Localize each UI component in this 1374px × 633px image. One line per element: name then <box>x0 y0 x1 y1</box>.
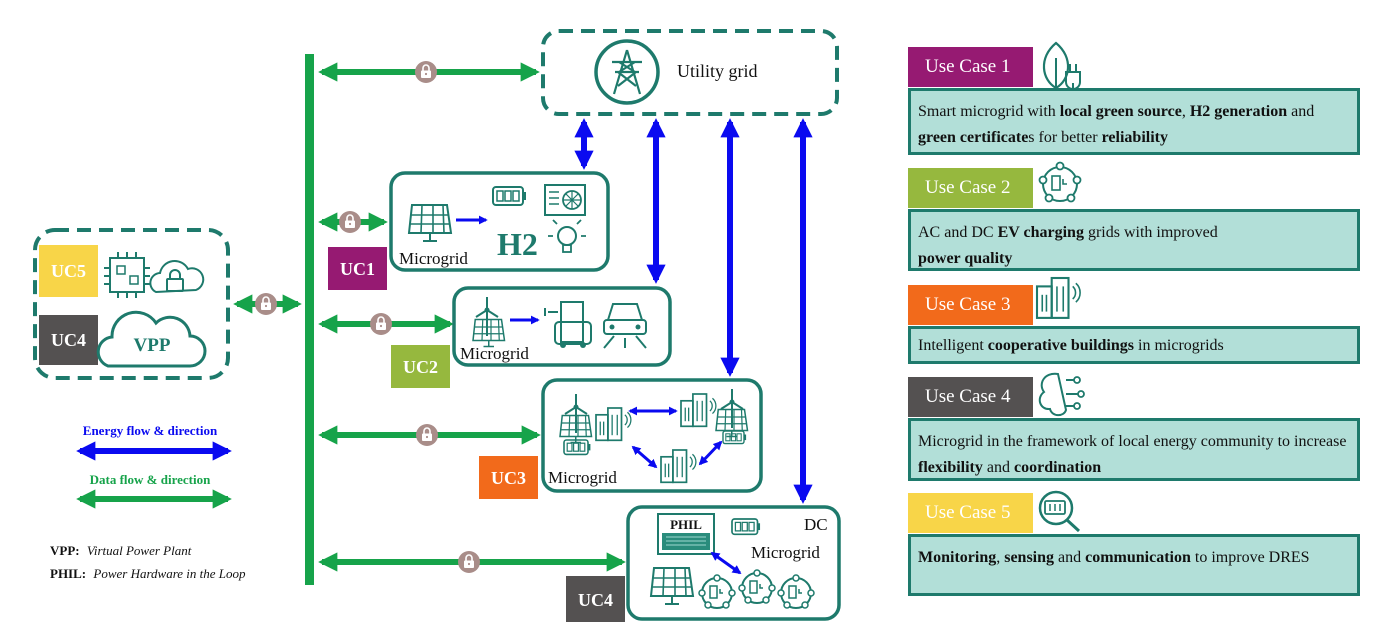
phil-abbrev-key: PHIL: <box>50 566 86 581</box>
cloud-lock-icon <box>149 259 205 294</box>
description-segment: Intelligent <box>918 337 988 354</box>
microgrid-label: Microgrid <box>399 249 468 268</box>
use-case-2-description: AC and DC EV charging grids with improve… <box>908 209 1360 271</box>
vpp-label: VPP <box>134 335 171 356</box>
car-icon <box>603 303 647 349</box>
description-segment: sensing <box>1004 549 1055 566</box>
description-segment: , <box>996 549 1005 566</box>
microgrid-label: Microgrid <box>548 468 617 487</box>
use-case-5-description: Monitoring, sensing and communication to… <box>908 534 1360 596</box>
utility-grid-label: Utility grid <box>677 61 758 81</box>
building-icon <box>1035 276 1082 319</box>
uc4-tag <box>39 315 98 365</box>
description-segment: H2 generation <box>1189 103 1288 120</box>
svg-text:PHIL: Power Hardware in: PHIL: Power Hardware in the Loop <box>50 566 246 581</box>
description-segment: cooperative buildings <box>987 337 1134 354</box>
uc4-tag-label: UC4 <box>51 330 86 350</box>
dc-label: DC <box>804 515 828 534</box>
legend-data-label: Data flow & direction <box>90 472 211 487</box>
microgrid-label: Microgrid <box>460 344 529 363</box>
dc-microgrid-label: Microgrid <box>751 543 820 562</box>
cloud-icon <box>96 310 207 368</box>
vpp-abbrev-key: VPP: <box>50 543 80 558</box>
phil-device-icon: PHIL <box>657 513 715 555</box>
uc4-tag <box>566 576 625 622</box>
uc3-tag <box>479 456 538 499</box>
description-segment: reliability <box>1101 129 1168 146</box>
description-segment: in microgrids <box>1134 337 1224 354</box>
microgrid-uc3: Microgrid <box>541 378 763 493</box>
use-case-3-description: Intelligent cooperative buildings in mic… <box>908 326 1360 364</box>
uc2-tag <box>391 345 450 388</box>
description-segment: grids with improved <box>1083 224 1218 241</box>
lightbulb-icon <box>548 219 586 253</box>
transmission-tower-icon <box>594 39 660 105</box>
vpp-group: UC5 UC4 VPP <box>33 228 230 380</box>
uc1-tag-label: UC1 <box>340 259 375 279</box>
data-bus <box>305 54 314 585</box>
chip-icon <box>104 252 150 298</box>
uc3-tag-label: UC3 <box>491 468 526 488</box>
description-segment: s for better <box>1028 129 1102 146</box>
description-segment: EV charging <box>997 224 1084 241</box>
description-segment: Microgrid in the framework of local ener… <box>918 433 1347 450</box>
network-ev-icon <box>1038 161 1082 203</box>
uc2-tag-label: UC2 <box>403 357 438 377</box>
magnifier-battery-icon <box>1038 490 1081 533</box>
dc-microgrid-uc4: PHIL DC Microgrid <box>626 505 841 621</box>
description-segment: Monitoring <box>918 549 997 566</box>
description-segment: communication <box>1085 549 1191 566</box>
abbreviations: VPP: Virtual Power Plant PHIL: Power Har… <box>50 543 246 581</box>
description-segment: and <box>1287 103 1315 120</box>
hvac-icon <box>544 184 586 216</box>
description-segment: coordination <box>1014 459 1102 476</box>
use-case-5-title: Use Case 5 <box>908 493 1033 533</box>
microgrid-uc2: Microgrid <box>452 286 672 367</box>
svg-text:VPP: Virtual Power Plant: VPP: Virtual Power Plant <box>50 543 192 558</box>
brain-network-icon <box>1038 372 1085 417</box>
description-segment: and <box>982 459 1014 476</box>
use-case-4-title: Use Case 4 <box>908 377 1033 417</box>
uc5-tag <box>39 245 98 297</box>
use-case-2-title: Use Case 2 <box>908 168 1033 208</box>
phil-label: PHIL <box>670 517 702 532</box>
description-segment: power quality <box>918 250 1013 267</box>
utility-grid-box: Utility grid <box>541 29 839 116</box>
uc4-tag-label: UC4 <box>578 590 613 610</box>
uc5-tag-label: UC5 <box>51 261 86 281</box>
use-case-3-title: Use Case 3 <box>908 285 1033 325</box>
h2-label: H2 <box>497 226 538 262</box>
energy-flow-arrows <box>574 118 813 504</box>
description-segment: to improve DRES <box>1190 549 1310 566</box>
use-case-4-description: Microgrid in the framework of local ener… <box>908 418 1360 481</box>
description-segment: green certificate <box>918 129 1029 146</box>
legend: Energy flow & direction Data flow & dire… <box>76 423 232 509</box>
ev-charger-icon <box>544 301 592 348</box>
description-segment: flexibility <box>918 459 983 476</box>
leaf-plug-icon <box>1042 41 1081 90</box>
description-segment: AC and DC <box>918 224 998 241</box>
use-case-1-title: Use Case 1 <box>908 47 1033 87</box>
description-segment: and <box>1054 549 1086 566</box>
description-segment: , <box>1181 103 1190 120</box>
use-case-1-description: Smart microgrid with local green source,… <box>908 88 1360 155</box>
phil-abbrev-value: Power Hardware in the Loop <box>92 566 246 581</box>
description-segment: Smart microgrid with <box>918 103 1060 120</box>
lock-icon <box>254 60 481 574</box>
description-segment: local green source <box>1059 103 1182 120</box>
vpp-abbrev-value: Virtual Power Plant <box>87 543 192 558</box>
uc1-tag <box>328 247 387 290</box>
legend-energy-label: Energy flow & direction <box>83 423 218 438</box>
microgrid-uc1: H2 Microgrid <box>389 171 610 272</box>
